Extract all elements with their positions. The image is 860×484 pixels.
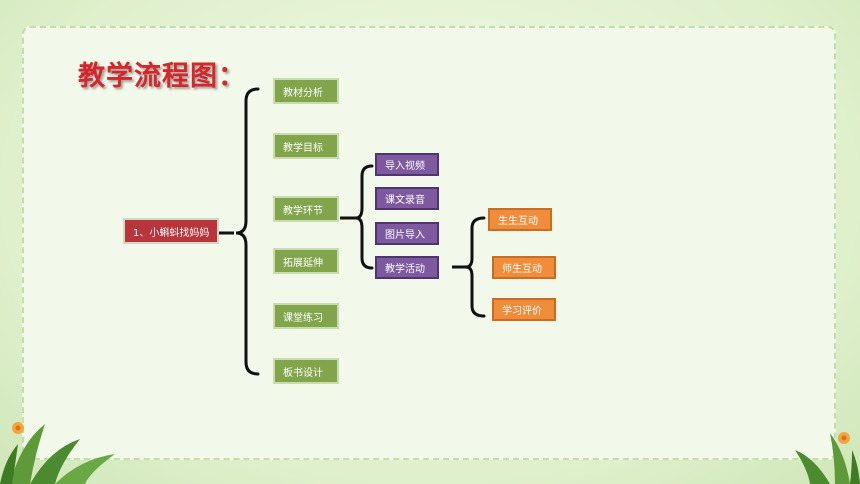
level1-node-4: 拓展延伸 [273, 248, 339, 274]
level2-bracket [355, 164, 374, 270]
level2-node-3: 图片导入 [375, 222, 439, 245]
level3-node-3: 学习评价 [492, 298, 556, 321]
level1-node-2: 教学目标 [273, 133, 339, 159]
level1-node-5: 课堂练习 [273, 303, 339, 329]
page-title: 教学流程图： [78, 61, 246, 92]
level3-bracket [465, 216, 486, 318]
level2-node-1: 导入视频 [375, 153, 439, 176]
leaf-plant-icon [795, 433, 860, 484]
flower-icon [838, 432, 850, 444]
level3-node-2: 师生互动 [492, 256, 556, 279]
level1-node-3: 教学环节 [273, 196, 339, 222]
flower-icon [12, 422, 24, 434]
level1-bracket [235, 87, 260, 376]
level2-node-4: 教学活动 [375, 256, 439, 279]
level1-node-6: 板书设计 [273, 358, 339, 384]
level1-node-1: 教材分析 [273, 78, 339, 104]
level3-node-1: 生生互动 [488, 208, 552, 231]
level2-node-2: 课文录音 [375, 187, 439, 210]
root-node: 1、小蝌蚪找妈妈 [123, 218, 219, 244]
leaf-plant-icon [0, 424, 115, 484]
